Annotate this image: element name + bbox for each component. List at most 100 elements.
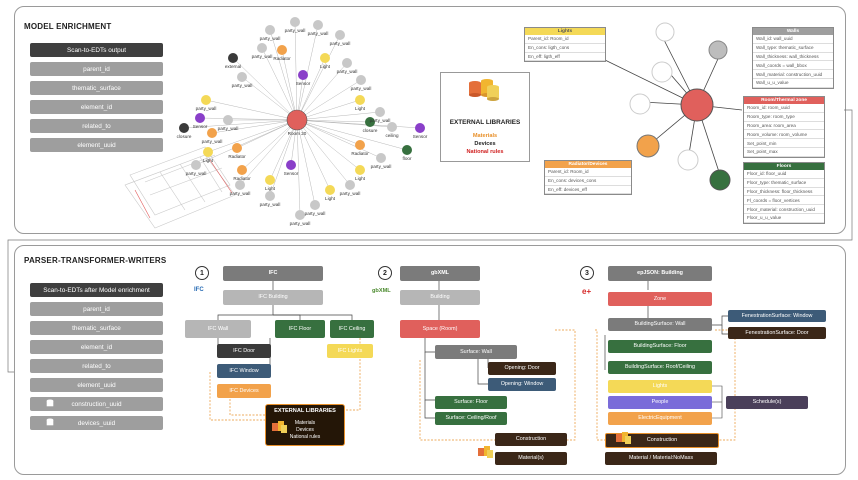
card-line: Fl_coords = floor_vertices <box>744 196 824 206</box>
ifc-building: IFC Building <box>223 290 323 305</box>
side-item: related_to <box>30 359 163 373</box>
card-room-header: Room/Thermal zone <box>744 97 824 104</box>
graph-node <box>195 113 205 123</box>
graph-node <box>335 30 345 40</box>
gbxml-floor: Surface: Floor <box>435 396 507 409</box>
graph-node <box>286 160 296 170</box>
step-3-badge: 3 <box>580 266 594 280</box>
side-header: Scan-to-EDTs output <box>30 43 163 57</box>
graph-node <box>415 123 425 133</box>
ep-material: Material / Material:NoMass <box>605 452 717 465</box>
side-item: element_id <box>30 100 163 114</box>
card-line: Floor_thickness: floor_thickness <box>744 188 824 197</box>
graph-edge <box>296 119 316 206</box>
ep-roof: BuildingSurface: Roof/Ceiling <box>608 361 712 374</box>
graph-node <box>355 95 365 105</box>
graph-edge <box>269 29 298 121</box>
card-line: Room_area: room_area <box>744 122 824 131</box>
graph-edge <box>296 62 348 121</box>
graph-edge <box>296 24 319 121</box>
graph-node <box>313 20 323 30</box>
graph-node <box>342 58 352 68</box>
side-header: Scan-to-EDTs after Model enrichment <box>30 283 163 297</box>
graph-edge <box>296 119 351 186</box>
graph-node <box>191 160 201 170</box>
step-1-badge: 1 <box>195 266 209 280</box>
graph-node-label: party_wall <box>201 139 223 144</box>
graph-node <box>237 72 247 82</box>
card-line: Wall_thickness: wall_thickness <box>753 53 833 62</box>
card-line: Wall_material: construction_uuid <box>753 70 833 79</box>
graph-edge <box>195 119 298 166</box>
gbxml-roof: Surface: Ceiling/Roof <box>435 412 507 425</box>
graph-node-label: Sensor <box>192 124 208 129</box>
card-line: Wall_id: wall_uuid <box>753 35 833 44</box>
card-line: Parent_id: Room_id <box>525 35 605 44</box>
ifc-door: IFC Door <box>217 344 271 358</box>
graph-edge <box>296 119 361 171</box>
graph-node <box>265 25 275 35</box>
ext-lib-devices: Devices <box>296 427 314 433</box>
ext-lib-title: EXTERNAL LIBRARIES <box>449 119 521 126</box>
card-line: Floor_id: floor_uuid <box>744 170 824 179</box>
graph-edge <box>199 117 298 121</box>
card-line: En_eff: devices_eff <box>545 186 631 195</box>
card-line: Floor_u_u_value <box>744 214 824 223</box>
card-radiator: Radiator/Devices Parent_id: Room_id En_c… <box>544 160 632 196</box>
graph-node <box>295 210 305 220</box>
graph-node <box>387 122 397 132</box>
side-item: construction_uuid <box>30 397 163 411</box>
card-floors: Floors Floor_id: floor_uuid Floor_type: … <box>743 162 825 224</box>
graph-node-label: party_wall <box>304 211 326 216</box>
gbxml-building: Building <box>400 290 480 305</box>
graph-node-label: party_wall <box>339 191 361 196</box>
ep-door: FenestrationSurface: Door <box>728 327 826 339</box>
graph-edge <box>296 119 361 146</box>
step-2-badge: 2 <box>378 266 392 280</box>
graph-node-label: Sensor <box>412 134 428 139</box>
room-hub-label: Room 20 <box>287 131 307 136</box>
graph-node-label: party_wall <box>369 118 391 123</box>
graph-edge <box>296 119 371 123</box>
ep-wall: BuildingSurface: Wall <box>608 318 712 331</box>
graph-edge <box>183 119 298 129</box>
graph-edge <box>239 119 298 186</box>
gbxml-wall: Surface: Wall <box>435 345 517 359</box>
card-line: Set_point_max <box>744 148 824 157</box>
card-line: Wall_type: thematic_surface <box>753 44 833 53</box>
graph-node <box>365 117 375 127</box>
graph-edge <box>211 119 298 134</box>
ext-lib-bottom-title: EXTERNAL LIBRARIES <box>274 408 336 414</box>
graph-node-label: party_wall <box>329 41 351 46</box>
card-line: En_cons: devices_cons <box>545 177 631 186</box>
graph-node <box>325 185 335 195</box>
graph-node-label: external <box>224 64 242 69</box>
graph-node-label: party_wall <box>231 83 253 88</box>
ep-construction: Construction <box>605 433 719 448</box>
ext-lib-bottom: EXTERNAL LIBRARIES Materials Devices Nat… <box>265 404 345 446</box>
graph-node-label: party_wall <box>259 202 281 207</box>
graph-node-label: party_wall <box>370 164 392 169</box>
graph-edge <box>296 99 361 121</box>
database-icon <box>469 79 499 101</box>
ifc-title: IFC <box>223 266 323 281</box>
graph-node-label: Radiator <box>351 151 369 156</box>
graph-edge <box>296 119 331 191</box>
graph-node-label: party_wall <box>336 69 358 74</box>
ep-floor: BuildingSurface: Floor <box>608 340 712 353</box>
ep-zone: Zone <box>608 292 712 306</box>
ext-lib-rules: National rules <box>289 434 321 440</box>
ext-lib-rules: National rules <box>466 149 504 155</box>
graph-node <box>320 53 330 63</box>
graph-node-label: party_wall <box>229 191 251 196</box>
card-line: Set_point_min <box>744 139 824 148</box>
graph-node-label: Light <box>355 176 365 181</box>
ifc-logo-icon: IFC <box>194 287 204 293</box>
model-enrichment-title: MODEL ENRICHMENT <box>24 22 112 31</box>
side-item: related_to <box>30 119 163 133</box>
graph-node-label: party_wall <box>217 126 239 131</box>
graph-node-label: Radiator <box>228 154 246 159</box>
graph-node-label: party_wall <box>307 31 329 36</box>
